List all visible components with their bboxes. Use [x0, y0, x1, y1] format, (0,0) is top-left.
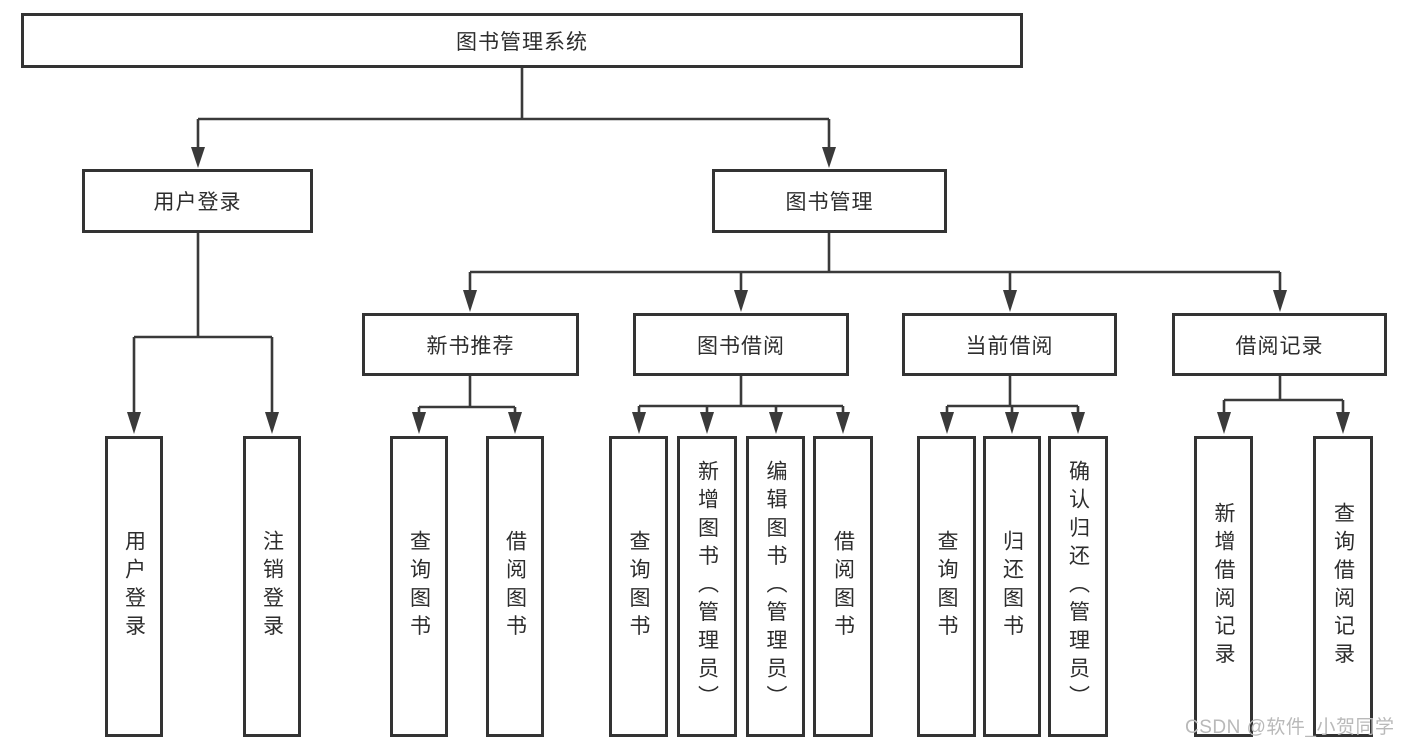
connector-book-management-children [463, 233, 1287, 312]
leaf-records-add-record: 新增借阅记录 [1194, 436, 1253, 737]
node-user-login: 用户登录 [82, 169, 313, 233]
leaf-current-confirm-return-admin: 确认归还（管理员） [1048, 436, 1108, 737]
csdn-watermark: CSDN @软件_小贺同学 [1185, 717, 1395, 738]
leaf-borrow-borrow-book: 借阅图书 [813, 436, 873, 737]
connector-root-to-level2 [191, 68, 836, 168]
leaf-logout: 注销登录 [243, 436, 301, 737]
leaf-current-query-book: 查询图书 [917, 436, 976, 737]
leaf-borrow-query-book: 查询图书 [609, 436, 668, 737]
leaf-recommend-query-book: 查询图书 [390, 436, 448, 737]
connector-new-book-recommend-children [412, 376, 522, 434]
leaf-records-query-record: 查询借阅记录 [1313, 436, 1373, 737]
node-book-borrow: 图书借阅 [633, 313, 849, 376]
connector-user-login-children [127, 233, 279, 434]
node-root-system: 图书管理系统 [21, 13, 1023, 68]
leaf-borrow-edit-book-admin: 编辑图书（管理员） [746, 436, 805, 737]
leaf-borrow-add-book-admin: 新增图书（管理员） [677, 436, 737, 737]
connector-current-borrow-children [940, 376, 1085, 434]
leaf-current-return-book: 归还图书 [983, 436, 1041, 737]
node-new-book-recommend: 新书推荐 [362, 313, 579, 376]
node-borrow-records: 借阅记录 [1172, 313, 1387, 376]
node-book-management: 图书管理 [712, 169, 947, 233]
connector-book-borrow-children [632, 376, 850, 434]
node-current-borrow: 当前借阅 [902, 313, 1117, 376]
leaf-user-login: 用户登录 [105, 436, 163, 737]
connector-borrow-records-children [1217, 376, 1350, 434]
leaf-recommend-borrow-book: 借阅图书 [486, 436, 544, 737]
